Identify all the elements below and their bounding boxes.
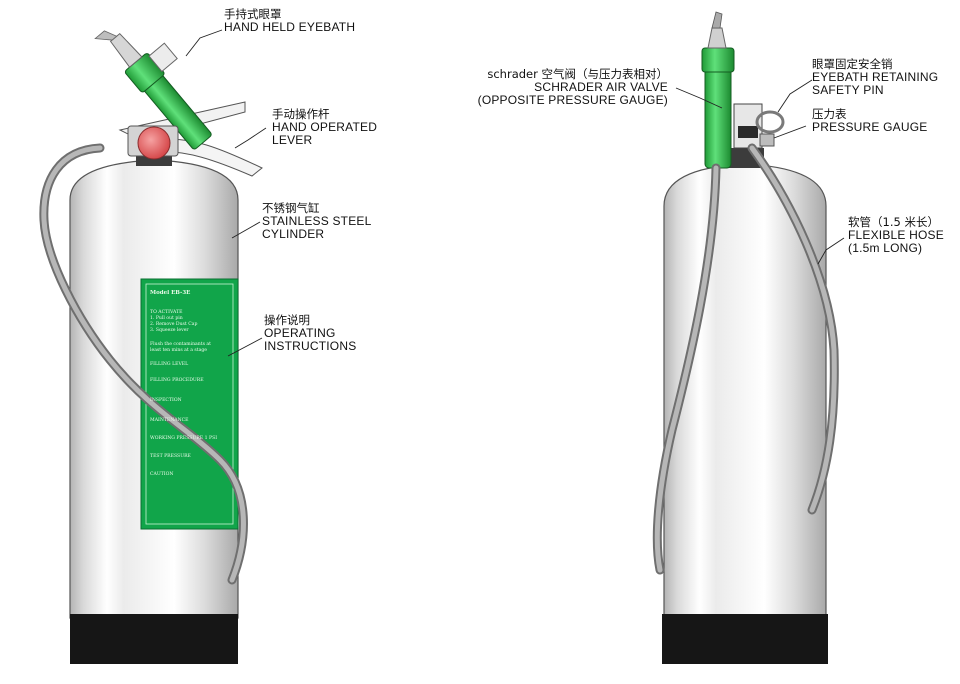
plate-line: TEST PRESSURE [150, 454, 191, 459]
label-hose-cn: 软管（1.5 米长） [848, 215, 939, 229]
label-hand-operated-lever: 手动操作杆 HAND OPERATED LEVER [272, 108, 377, 147]
leader-stainless-cylinder [231, 221, 261, 239]
plate-line: FILLING LEVEL [150, 362, 189, 367]
label-operating-instructions: 操作说明 OPERATING INSTRUCTIONS [264, 314, 356, 353]
right-pressure-gauge [759, 133, 775, 147]
label-hand-held-eyebath: 手持式眼罩 HAND HELD EYEBATH [224, 8, 355, 34]
flexible-hose [749, 145, 837, 513]
hand-held-eyebath[interactable] [94, 6, 229, 152]
label-lever-cn: 手动操作杆 [272, 107, 330, 121]
plate-line: TO ACTIVATE [150, 310, 183, 315]
label-lever-en-2: LEVER [272, 133, 313, 147]
label-safety-pin-en-1: EYEBATH RETAINING [812, 70, 939, 84]
label-hose-en-1: FLEXIBLE HOSE [848, 228, 944, 242]
plate-line: FILLING PROCEDURE [150, 378, 204, 383]
label-safety-pin-cn: 眼罩固定安全销 [812, 57, 893, 71]
label-schrader-air-valve: schrader 空气阀（与压力表相对） SCHRADER AIR VALVE … [478, 68, 668, 107]
label-safety-pin-en-2: SAFETY PIN [812, 83, 884, 97]
pressure-gauge-icon [137, 126, 171, 160]
eyebath-tip [94, 30, 118, 41]
label-flexible-hose: 软管（1.5 米长） FLEXIBLE HOSE (1.5m LONG) [848, 216, 944, 255]
label-instructions-cn: 操作说明 [264, 313, 310, 327]
eyebath-nozzle [109, 32, 143, 68]
left-hose [41, 145, 246, 583]
leader-schrader-valve [675, 87, 723, 109]
right-cylinder-base [662, 614, 828, 664]
right-hose-left [654, 165, 719, 573]
label-instructions-en-2: INSTRUCTIONS [264, 339, 357, 353]
plate-line: WORKING PRESSURE 1 PSI [150, 436, 218, 441]
label-pressure-gauge: 压力表 PRESSURE GAUGE [812, 108, 928, 134]
right-eyebath-tip [711, 11, 723, 29]
leader-operating-instructions [227, 337, 263, 357]
label-cylinder-cn: 不锈钢气缸 [262, 201, 320, 215]
right-hand-held-eyebath[interactable] [704, 67, 732, 169]
label-schrader-cn: schrader 空气阀（与压力表相对） [487, 67, 668, 81]
plate-line: Flush the contaminants at [150, 342, 211, 347]
leader-flexible-hose [817, 237, 845, 265]
label-schrader-en-2: (OPPOSITE PRESSURE GAUGE) [477, 93, 668, 107]
plate-line: MAINTENANCE [150, 418, 189, 423]
plate-line: Model EB-3E [150, 290, 191, 296]
plate-line: 3. Squeeze lever [150, 328, 189, 333]
label-cylinder-en-2: CYLINDER [262, 227, 325, 241]
label-hand-held-eyebath-cn: 手持式眼罩 [224, 7, 282, 21]
label-schrader-en-1: SCHRADER AIR VALVE [534, 80, 668, 94]
label-eyebath-retaining-safety-pin: 眼罩固定安全销 EYEBATH RETAINING SAFETY PIN [812, 58, 938, 97]
right-eyebath-head[interactable] [701, 47, 735, 73]
leader-pressure-gauge [773, 125, 807, 139]
plate-line: 2. Remove Dust Cap [150, 322, 198, 327]
label-pressure-gauge-en: PRESSURE GAUGE [812, 120, 928, 134]
plate-line: INSPECTION [150, 398, 182, 403]
plate-line: least ten mins at a stage [150, 348, 208, 353]
label-instructions-en-1: OPERATING [264, 326, 336, 340]
plate-line: CAUTION [150, 472, 174, 477]
leader-safety-pin [777, 79, 813, 113]
label-hose-en-2: (1.5m LONG) [848, 241, 923, 255]
plate-line: 1. Pull out pin [150, 316, 183, 321]
label-stainless-steel-cylinder: 不锈钢气缸 STAINLESS STEEL CYLINDER [262, 202, 371, 241]
leader-hand-held-eyebath [185, 29, 223, 57]
label-pressure-gauge-cn: 压力表 [812, 107, 847, 121]
left-cylinder-base [70, 614, 238, 664]
leader-hand-operated-lever [234, 127, 267, 149]
eyebath-retaining-safety-pin[interactable] [755, 110, 785, 134]
label-hand-held-eyebath-en: HAND HELD EYEBATH [224, 20, 356, 34]
label-lever-en-1: HAND OPERATED [272, 120, 378, 134]
right-valve-dark [738, 126, 758, 138]
leader-lines [185, 29, 845, 357]
eyebath-clip [148, 42, 178, 73]
left-eyewash-unit [39, 6, 263, 664]
label-cylinder-en-1: STAINLESS STEEL [262, 214, 372, 228]
right-eyebath-nozzle [707, 27, 727, 49]
right-eyewash-unit [652, 11, 839, 664]
